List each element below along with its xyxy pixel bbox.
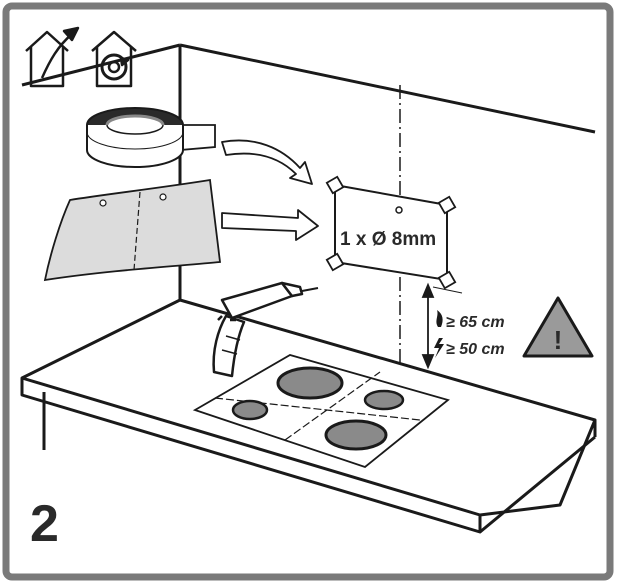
burner-small-back-right: [363, 389, 405, 411]
clearance-labels: ≥ 65 cm ≥ 50 cm: [434, 310, 505, 358]
clearance-dimension: [421, 282, 463, 370]
drill-hole-mark: [395, 206, 403, 214]
mounting-template: 1 x Ø 8mm: [325, 175, 457, 290]
clearance-gas-label: ≥ 65 cm: [446, 314, 505, 331]
hole-spec-label: 1 x Ø 8mm: [340, 229, 436, 250]
tape-roll-icon: [86, 107, 216, 168]
burner-large-front: [324, 419, 388, 451]
arrow-sheet-to-template: [221, 209, 319, 241]
warning-symbol: !: [554, 325, 563, 355]
burner-large-back: [276, 366, 344, 400]
arrow-tape-to-template: [221, 139, 313, 185]
clearance-electric-label: ≥ 50 cm: [446, 341, 505, 358]
drilling-template-icon: [43, 178, 222, 282]
drill-icon: [212, 281, 319, 378]
cooktop: [192, 354, 450, 469]
extraction-mode-icon: [25, 26, 80, 88]
recirculation-mode-icon: [91, 30, 137, 88]
gas-flame-icon: [436, 310, 443, 327]
electric-bolt-icon: [434, 338, 444, 358]
burner-small-front-left: [231, 399, 269, 421]
warning-triangle-icon: !: [522, 296, 594, 358]
step-number: 2: [30, 495, 59, 553]
